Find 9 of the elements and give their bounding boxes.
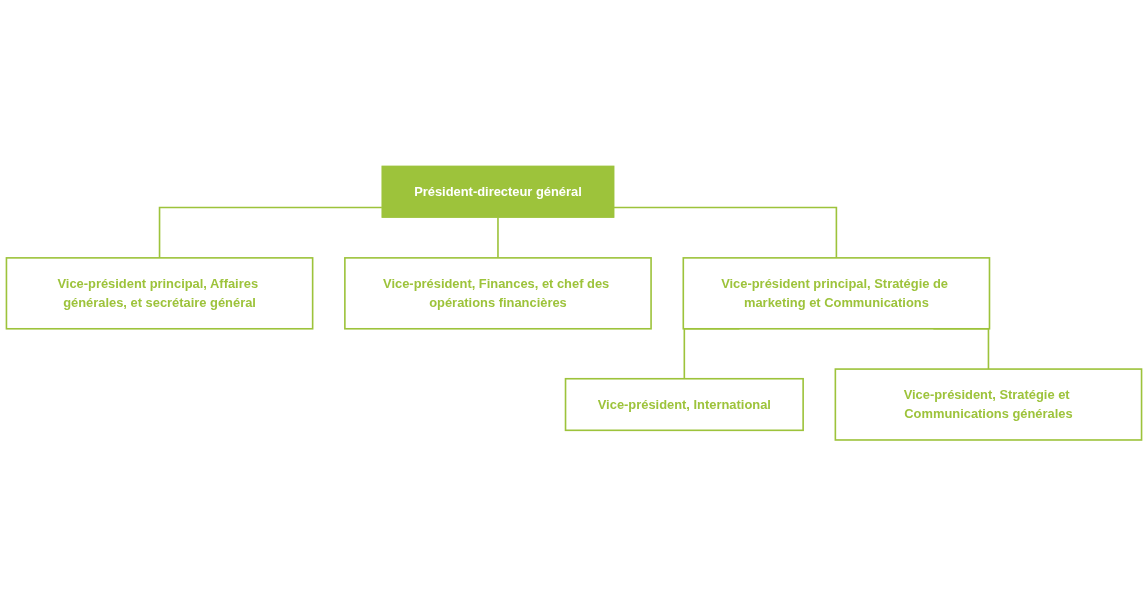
node-box: Vice-président, International [564, 377, 804, 431]
connector [158, 206, 383, 259]
node-box: Vice-président, Finances, et chef des opérations financières [344, 256, 652, 330]
node-box: Président-directeur général [381, 165, 615, 218]
connector [613, 206, 838, 259]
node-box: Vice-président principal, Stratégie de marketing et Communications [682, 256, 991, 330]
node-box: Vice-président principal, Affaires générales, et secrétaire général [5, 256, 314, 330]
node-box: Vice-président, Stratégie et Communications générales [834, 367, 1143, 441]
connector [497, 216, 499, 259]
